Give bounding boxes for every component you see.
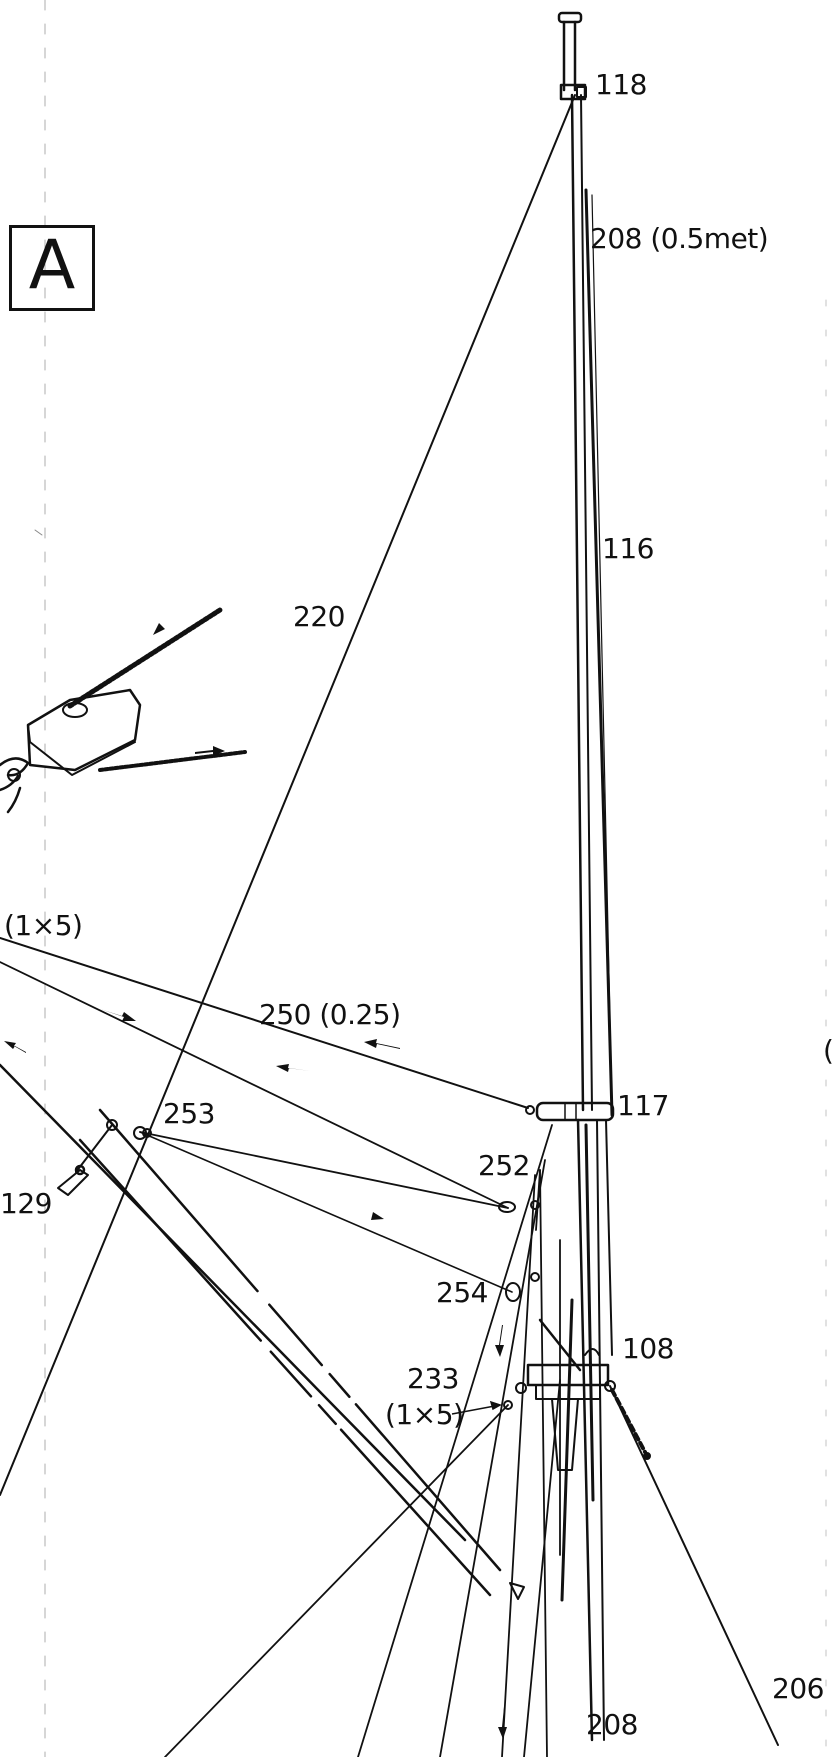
boom-129 (0, 1063, 525, 1600)
label-129: 129 (0, 1187, 52, 1220)
label-206: 206 (772, 1672, 824, 1705)
label-edge-right: ( (823, 1034, 833, 1067)
shroud-206 (609, 1385, 779, 1746)
eye-254 (505, 1272, 540, 1302)
label-117: 117 (617, 1089, 669, 1122)
label-118: 118 (595, 68, 647, 101)
label-220: 220 (293, 600, 345, 633)
label-108: 108 (622, 1332, 674, 1365)
label-233: 233 (407, 1362, 459, 1395)
label-250: 250 (0.25) (259, 998, 401, 1031)
tick-mark (34, 529, 43, 536)
block-253 (106, 1119, 152, 1140)
label-208-bottom: 208 (586, 1708, 638, 1741)
label-253: 253 (163, 1097, 215, 1130)
panel-letter: A (28, 226, 76, 305)
label-208-top: 208 (0.5met) (590, 222, 769, 255)
inset-block-detail (0, 607, 247, 814)
topmast (557, 11, 593, 1112)
rope-253-upper (139, 1131, 509, 1209)
rope-254 (139, 1131, 513, 1293)
eye-252 (498, 1200, 540, 1213)
direction-arrows (4, 612, 507, 1739)
label-116: 116 (602, 532, 654, 565)
label-252: 252 (478, 1149, 530, 1182)
forestay-220 (0, 94, 576, 1496)
backstay-rope-208 (584, 188, 614, 1117)
label-1x5-left: (1×5) (4, 909, 83, 942)
label-254: 254 (436, 1276, 488, 1309)
rope-250 (0, 937, 529, 1109)
label-1x5-lower: (1×5) (385, 1398, 464, 1431)
mast-band-117 (525, 1101, 615, 1122)
halyard-lines (164, 1124, 574, 1757)
rope-252 (0, 961, 509, 1209)
leader-233-arrowhead (489, 1400, 502, 1411)
panel-letter-box: A (9, 225, 95, 311)
lower-mast (576, 1118, 613, 1742)
